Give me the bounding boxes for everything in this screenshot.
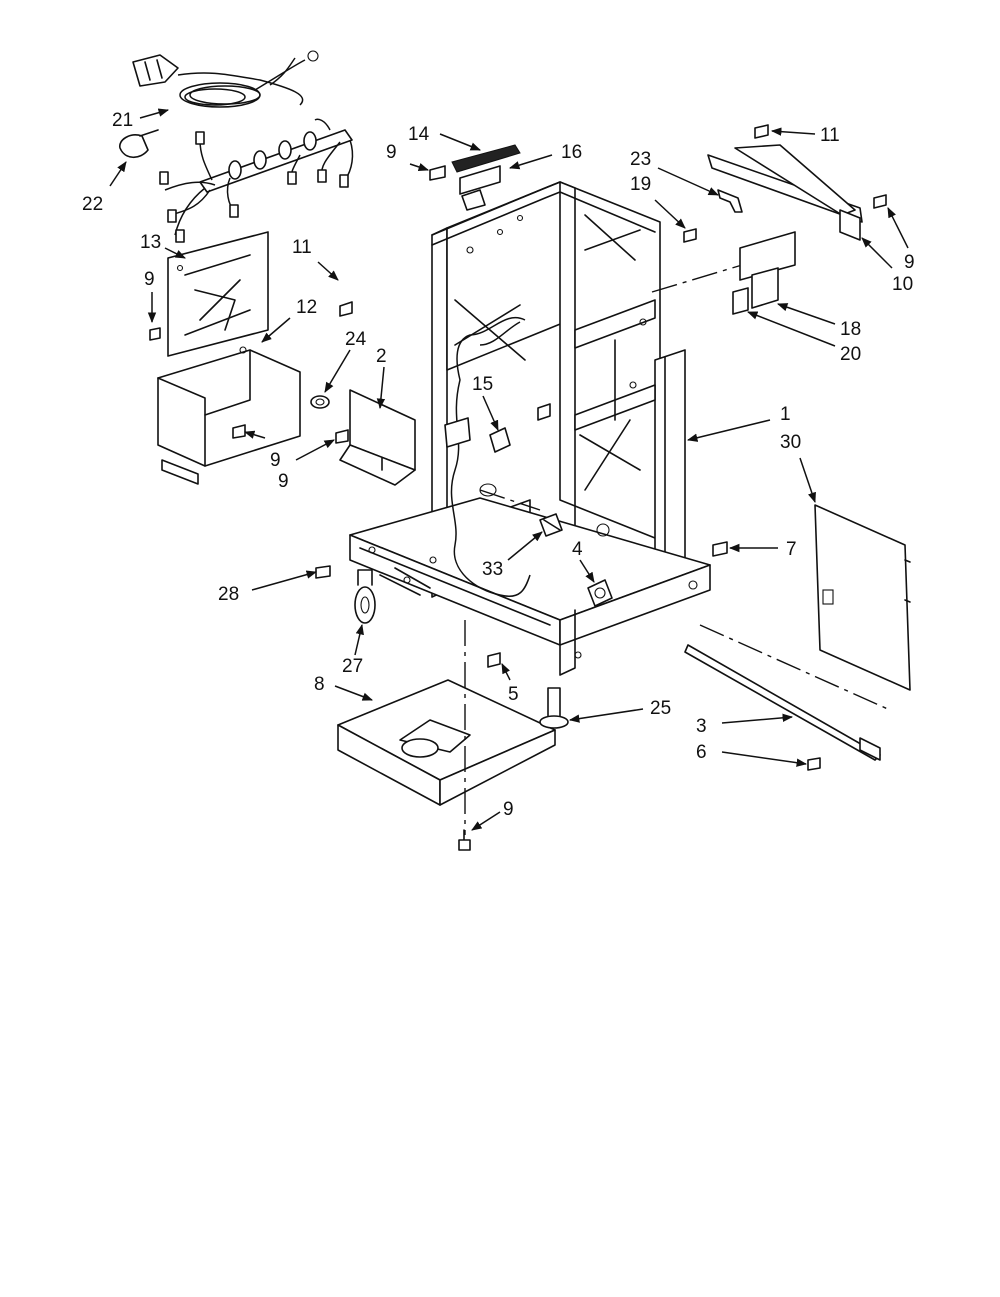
callout-label: 4 [572,539,583,560]
callout-label: 15 [472,374,493,395]
internal-wiring [444,317,551,597]
shield [157,346,301,485]
bracket [339,389,416,486]
callout-label: 25 [650,698,671,719]
bottom-rail [684,644,881,761]
callout-label: 7 [786,539,797,560]
callout-label: 9 [144,269,155,290]
callout-label: 8 [314,674,325,695]
callout-label: 28 [218,584,239,605]
callout-label: 13 [140,232,161,253]
callout-label: 16 [561,142,582,163]
callout-label: 30 [780,432,801,453]
callout-label: 5 [508,684,519,705]
alignment-line [699,624,891,711]
base-pan [337,679,556,806]
callout-label: 12 [296,297,317,318]
callout-label: 9 [386,142,397,163]
callout-label: 6 [696,742,707,763]
top-rail [707,144,863,241]
base-plate [349,483,711,676]
side-panel [814,504,911,691]
callout-label: 11 [292,237,312,258]
wire-harness [119,50,354,243]
callout-label: 22 [82,194,103,215]
callout-label: 9 [503,799,514,820]
small-parts [354,513,613,729]
callout-label: 1 [780,404,791,425]
callout-label: 2 [376,346,387,367]
top-trim [451,144,521,211]
cabinet-frame [431,181,686,598]
door-switch [651,231,796,315]
callout-label: 24 [345,329,367,350]
callout-label: 11 [820,125,840,146]
callout-label: 33 [482,559,503,580]
callout-label: 9 [904,252,915,273]
callout-label: 20 [840,344,861,365]
callout-label: 27 [342,656,363,677]
callout-label: 9 [270,450,281,471]
callout-label: 21 [112,110,133,131]
alignment-line [479,489,541,511]
callout-label: 23 [630,149,651,170]
callout-label: 10 [892,274,913,295]
access-panel [167,231,269,357]
callout-label: 14 [408,124,430,145]
callout-label: 9 [278,471,289,492]
callout-label: 3 [696,716,707,737]
callout-label: 18 [840,319,861,340]
hardware [149,124,887,851]
callout-label: 19 [630,174,651,195]
callouts: 21 22 14 9 16 23 11 19 9 10 13 9 11 12 2… [82,108,915,831]
